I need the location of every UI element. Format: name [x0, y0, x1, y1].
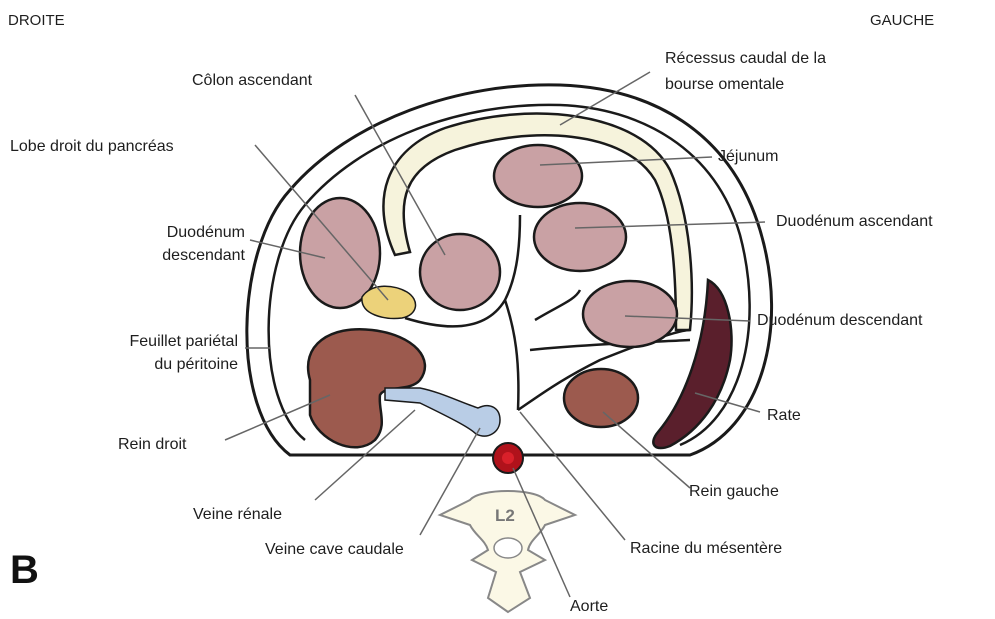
orientation-left: GAUCHE	[870, 10, 934, 32]
colon-ascending	[420, 234, 500, 310]
jejunum	[494, 145, 582, 207]
duodenum-descending-left	[583, 281, 677, 347]
label-aorta: Aorte	[570, 596, 608, 618]
label-omental-recess-2: bourse omentale	[665, 74, 784, 96]
label-parietal-peritoneum-1: Feuillet pariétal	[60, 331, 238, 353]
vertebra-label: L2	[495, 505, 515, 527]
label-renal-vein: Veine rénale	[193, 504, 282, 526]
label-colon-ascending: Côlon ascendant	[192, 70, 312, 92]
aorta-lumen	[502, 452, 514, 464]
label-pancreas: Lobe droit du pancréas	[10, 136, 174, 158]
label-spleen: Rate	[767, 405, 801, 427]
label-duodenum-ascending: Duodénum ascendant	[776, 211, 933, 233]
label-kidney-right: Rein droit	[118, 434, 186, 456]
label-parietal-peritoneum-2: du péritoine	[60, 354, 238, 376]
label-kidney-left: Rein gauche	[689, 481, 779, 503]
label-duodenum-descending-right-2: descendant	[120, 245, 245, 267]
label-vena-cava: Veine cave caudale	[265, 539, 404, 561]
label-duodenum-descending-left: Duodénum descendant	[757, 310, 922, 332]
duodenum-ascending	[534, 203, 626, 271]
kidney-left	[564, 369, 638, 427]
vertebral-foramen	[494, 538, 522, 558]
panel-letter: B	[10, 548, 39, 592]
orientation-right: DROITE	[8, 10, 65, 32]
label-mesentery-root: Racine du mésentère	[630, 538, 782, 560]
label-duodenum-descending-right-1: Duodénum	[120, 222, 245, 244]
label-jejunum: Jéjunum	[718, 146, 778, 168]
label-omental-recess-1: Récessus caudal de la	[665, 48, 826, 70]
